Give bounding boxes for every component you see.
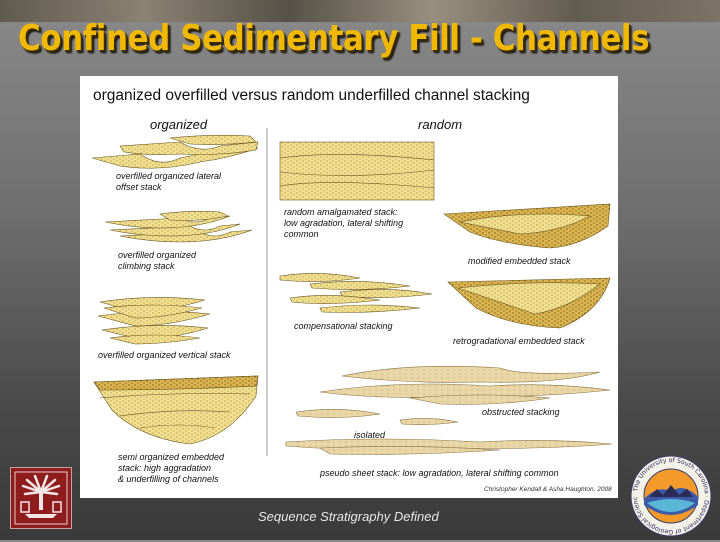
palmetto-icon <box>14 471 68 525</box>
figure-title: organized overfilled versus random under… <box>93 87 530 104</box>
retrogradational-embedded-stack <box>447 277 611 329</box>
slide-title: Confined Sedimentary Fill - Channels <box>18 18 650 59</box>
column-head-organized: organized <box>150 117 208 132</box>
caption-lateral-offset: overfilled organized lateral offset stac… <box>116 171 222 192</box>
caption-modified-embedded: modified embedded stack <box>468 256 571 266</box>
figure-panel: organized overfilled versus random under… <box>80 76 618 498</box>
climbing-stack <box>104 211 253 243</box>
compensational-stack <box>279 273 433 313</box>
vertical-stack <box>97 297 211 345</box>
caption-random-amalgamated: random amalgamated stack: low agradation… <box>284 207 404 239</box>
random-amalgamated-stack <box>279 141 435 201</box>
caption-compensational: compensational stacking <box>294 321 393 331</box>
caption-obstructed: obstructed stacking <box>482 407 560 417</box>
top-texture-band <box>0 0 720 22</box>
caption-climbing: overfilled organized climbing stack <box>118 250 197 271</box>
caption-isolated: isolated <box>354 430 386 440</box>
lateral-offset-stack <box>91 135 259 169</box>
slide-footer: Sequence Stratigraphy Defined <box>258 509 439 524</box>
semi-organized-embedded-stack <box>93 375 259 445</box>
figure-drawing <box>91 128 613 456</box>
column-head-random: random <box>418 117 463 132</box>
caption-retrogradational: retrogradational embedded stack <box>453 336 585 346</box>
pseudo-sheet-stack <box>285 438 613 455</box>
figure-credit: Christopher Kendall & Asha Haughton, 200… <box>484 486 612 493</box>
obstructed-stack <box>319 365 611 405</box>
isolated-channels <box>295 409 459 425</box>
modified-embedded-stack <box>443 203 611 249</box>
caption-pseudo-sheet: pseudo sheet stack: low agradation, late… <box>320 468 559 478</box>
caption-vertical: overfilled organized vertical stack <box>98 350 231 360</box>
department-seal-logo: The University of South Carolina · Depar… <box>625 450 715 537</box>
caption-semi-organized: semi organized embedded stack: high aggr… <box>118 452 225 484</box>
university-seal-logo <box>10 467 72 529</box>
department-seal-icon: The University of South Carolina · Depar… <box>625 450 712 537</box>
